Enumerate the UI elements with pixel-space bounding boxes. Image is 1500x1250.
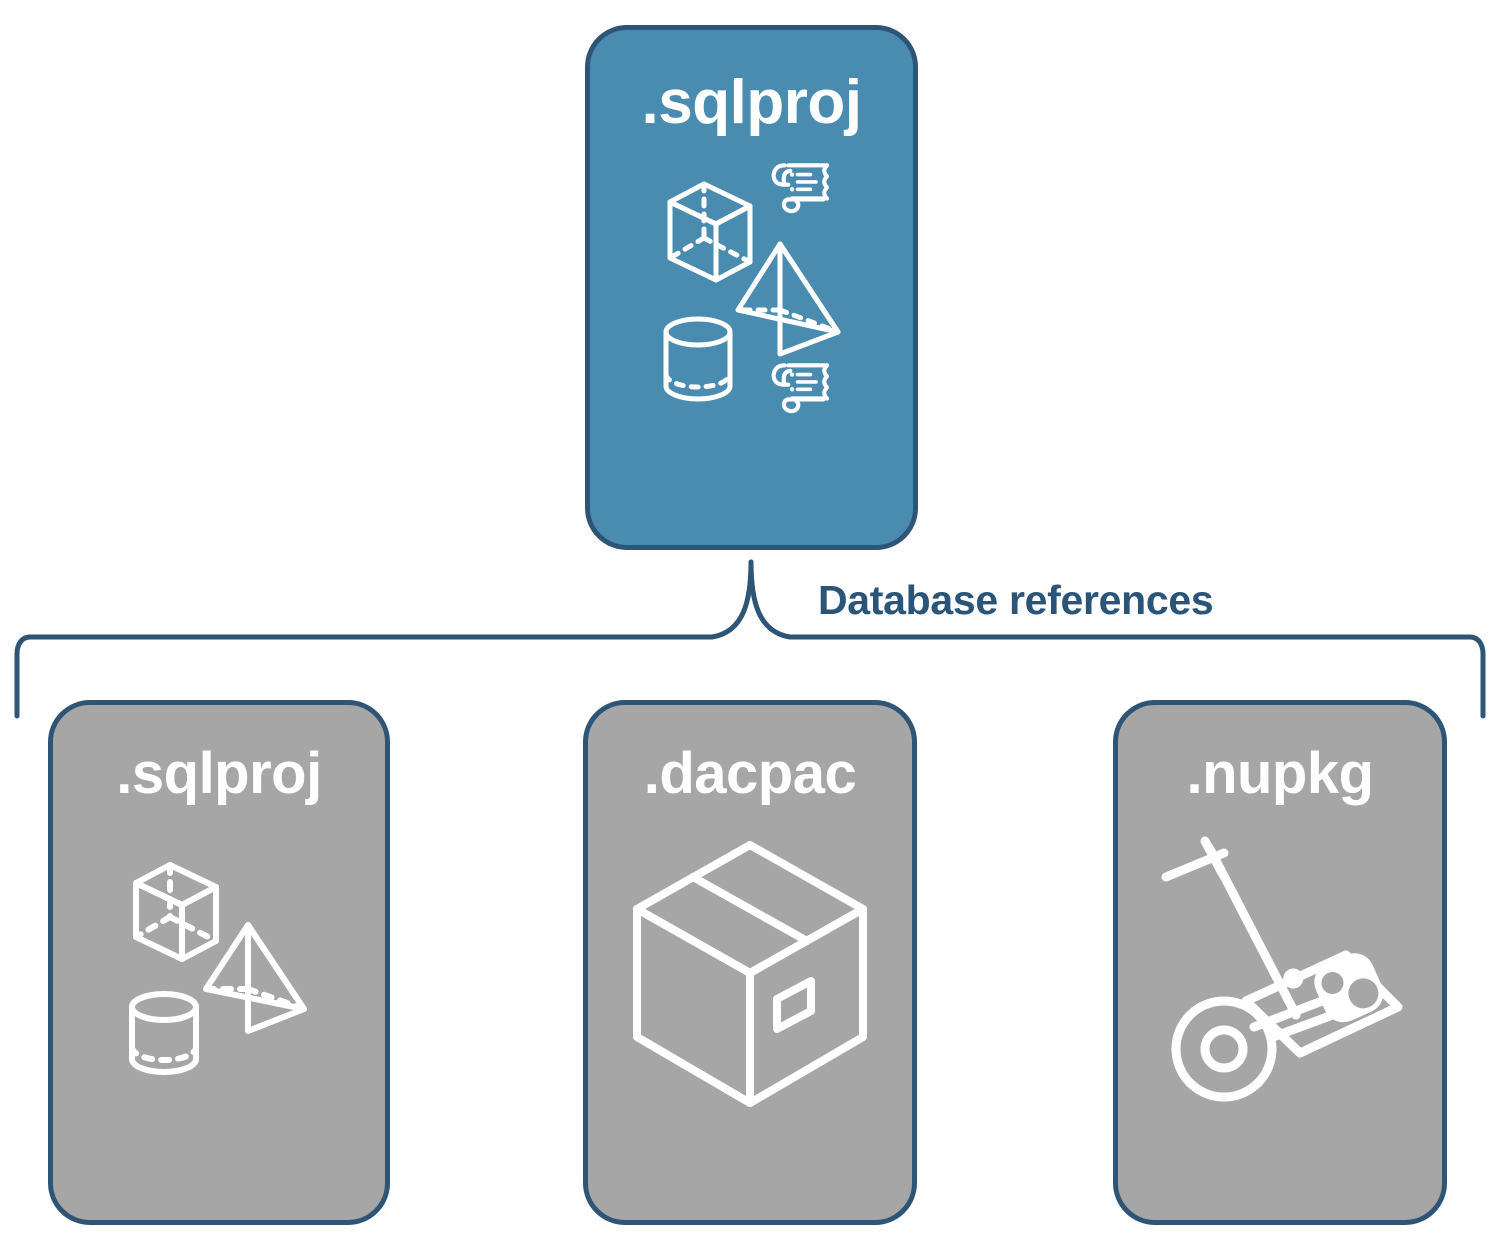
- node-ref-dacpac-label: .dacpac: [643, 741, 857, 806]
- sql-scroll-icon: [771, 363, 829, 414]
- node-ref-nupkg-label: .nupkg: [1186, 741, 1374, 806]
- node-ref-dacpac-artwork: [625, 831, 875, 1121]
- node-root-label: .sqlproj: [641, 68, 862, 137]
- connector-label: Database references: [812, 577, 1220, 624]
- wireframe-pyramid-icon: [735, 241, 840, 357]
- wireframe-cylinder-icon: [129, 991, 199, 1075]
- wireframe-pyramid-icon: [203, 922, 307, 1034]
- node-ref-sqlproj-label: .sqlproj: [116, 741, 322, 806]
- wireframe-cube-icon: [133, 862, 219, 962]
- node-ref-sqlproj-artwork: [114, 831, 324, 1081]
- node-ref-nupkg-artwork: [1150, 831, 1410, 1111]
- sql-scroll-icon: [771, 163, 829, 214]
- wireframe-cube-icon: [667, 181, 752, 283]
- wireframe-cylinder-icon: [663, 316, 732, 402]
- hand-truck-icon: [1161, 836, 1381, 1102]
- node-root-sqlproj[interactable]: .sqlproj: [585, 25, 918, 550]
- nuget-package-icon: [1241, 950, 1403, 1058]
- node-ref-nupkg[interactable]: .nupkg: [1113, 700, 1447, 1225]
- node-ref-sqlproj[interactable]: .sqlproj: [48, 700, 390, 1225]
- package-box-icon: [633, 841, 867, 1107]
- node-ref-dacpac[interactable]: .dacpac: [583, 700, 917, 1225]
- node-root-artwork: [652, 158, 852, 428]
